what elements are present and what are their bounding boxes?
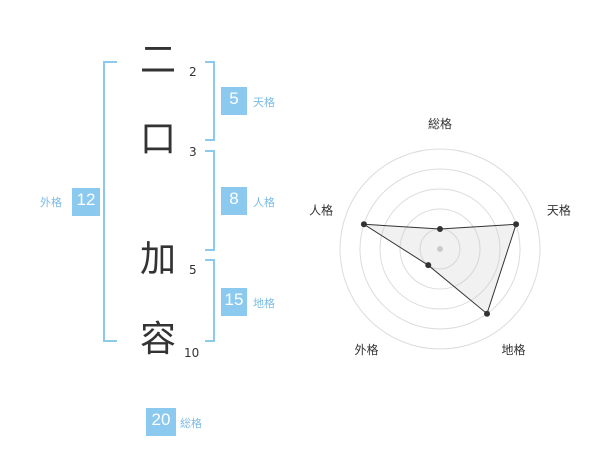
radar-axis-label-5: 人格: [309, 202, 333, 217]
jinkaku-bracket: [205, 150, 215, 251]
soukaku-value: 20: [151, 410, 171, 429]
soukaku-value-box: 20: [146, 408, 176, 436]
jinkaku-value-box: 8: [221, 187, 247, 215]
jinkaku-label: 人格: [253, 196, 275, 209]
stroke-count-3: 5: [189, 263, 197, 277]
radar-center-dot: [437, 246, 443, 252]
chikaku-bracket: [205, 259, 215, 342]
jinkaku-value: 8: [229, 189, 239, 208]
radar-ring-5: [339, 148, 541, 350]
chikaku-value: 15: [224, 290, 244, 309]
stroke-count-4: 10: [184, 346, 200, 360]
tenkaku-value-box: 5: [221, 87, 247, 115]
radar-axis-label-1: 総格: [428, 116, 452, 131]
radar-point-2: [513, 221, 520, 228]
radar-point-3: [484, 310, 491, 317]
radar-axis-label-2: 天格: [547, 202, 571, 217]
soukaku-label: 総格: [180, 417, 202, 430]
gaikaku-value: 12: [76, 190, 96, 209]
name-char-3: 加: [139, 239, 176, 280]
gaikaku-bracket: [103, 61, 117, 342]
gaikaku-value-box: 12: [72, 188, 100, 216]
radar-ring-2: [399, 208, 481, 290]
name-char-2: 口: [139, 119, 176, 160]
name-char-4: 容: [139, 319, 176, 360]
stroke-count-1: 2: [189, 65, 197, 79]
chikaku-value-box: 15: [221, 288, 247, 316]
radar-point-1: [437, 226, 443, 232]
radar-point-5: [360, 221, 367, 228]
radar-axis-label-3: 地格: [501, 342, 525, 357]
gaikaku-label: 外格: [40, 196, 62, 209]
radar-axis-label-4: 外格: [354, 342, 378, 357]
tenkaku-label: 天格: [253, 96, 275, 109]
chikaku-label: 地格: [253, 297, 275, 310]
radar-data-polygon: [363, 223, 517, 315]
radar-ring-4: [359, 168, 521, 330]
name-char-1: 二: [139, 40, 176, 81]
stroke-count-2: 3: [189, 145, 197, 159]
tenkaku-value: 5: [229, 89, 239, 108]
tenkaku-bracket: [205, 61, 215, 141]
radar-ring-3: [379, 188, 501, 310]
radar-point-4: [425, 262, 432, 269]
